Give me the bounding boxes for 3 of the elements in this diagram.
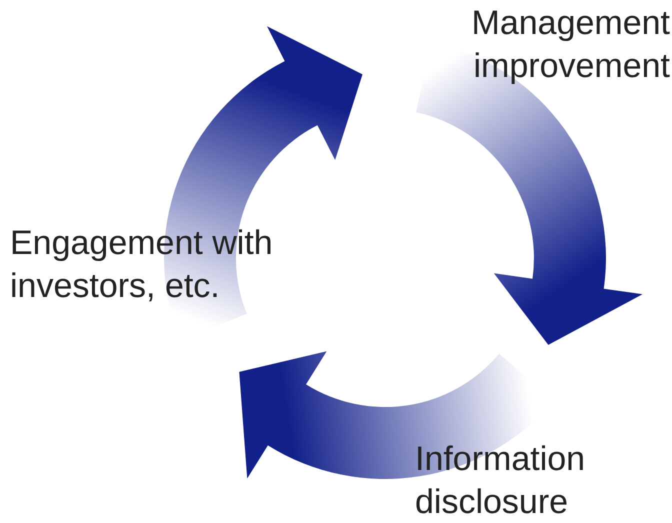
stage-label: Engagement with investors, etc. — [10, 223, 274, 306]
stage-label: Management improvement — [470, 3, 670, 86]
stage-label: Information disclosure — [415, 439, 586, 522]
